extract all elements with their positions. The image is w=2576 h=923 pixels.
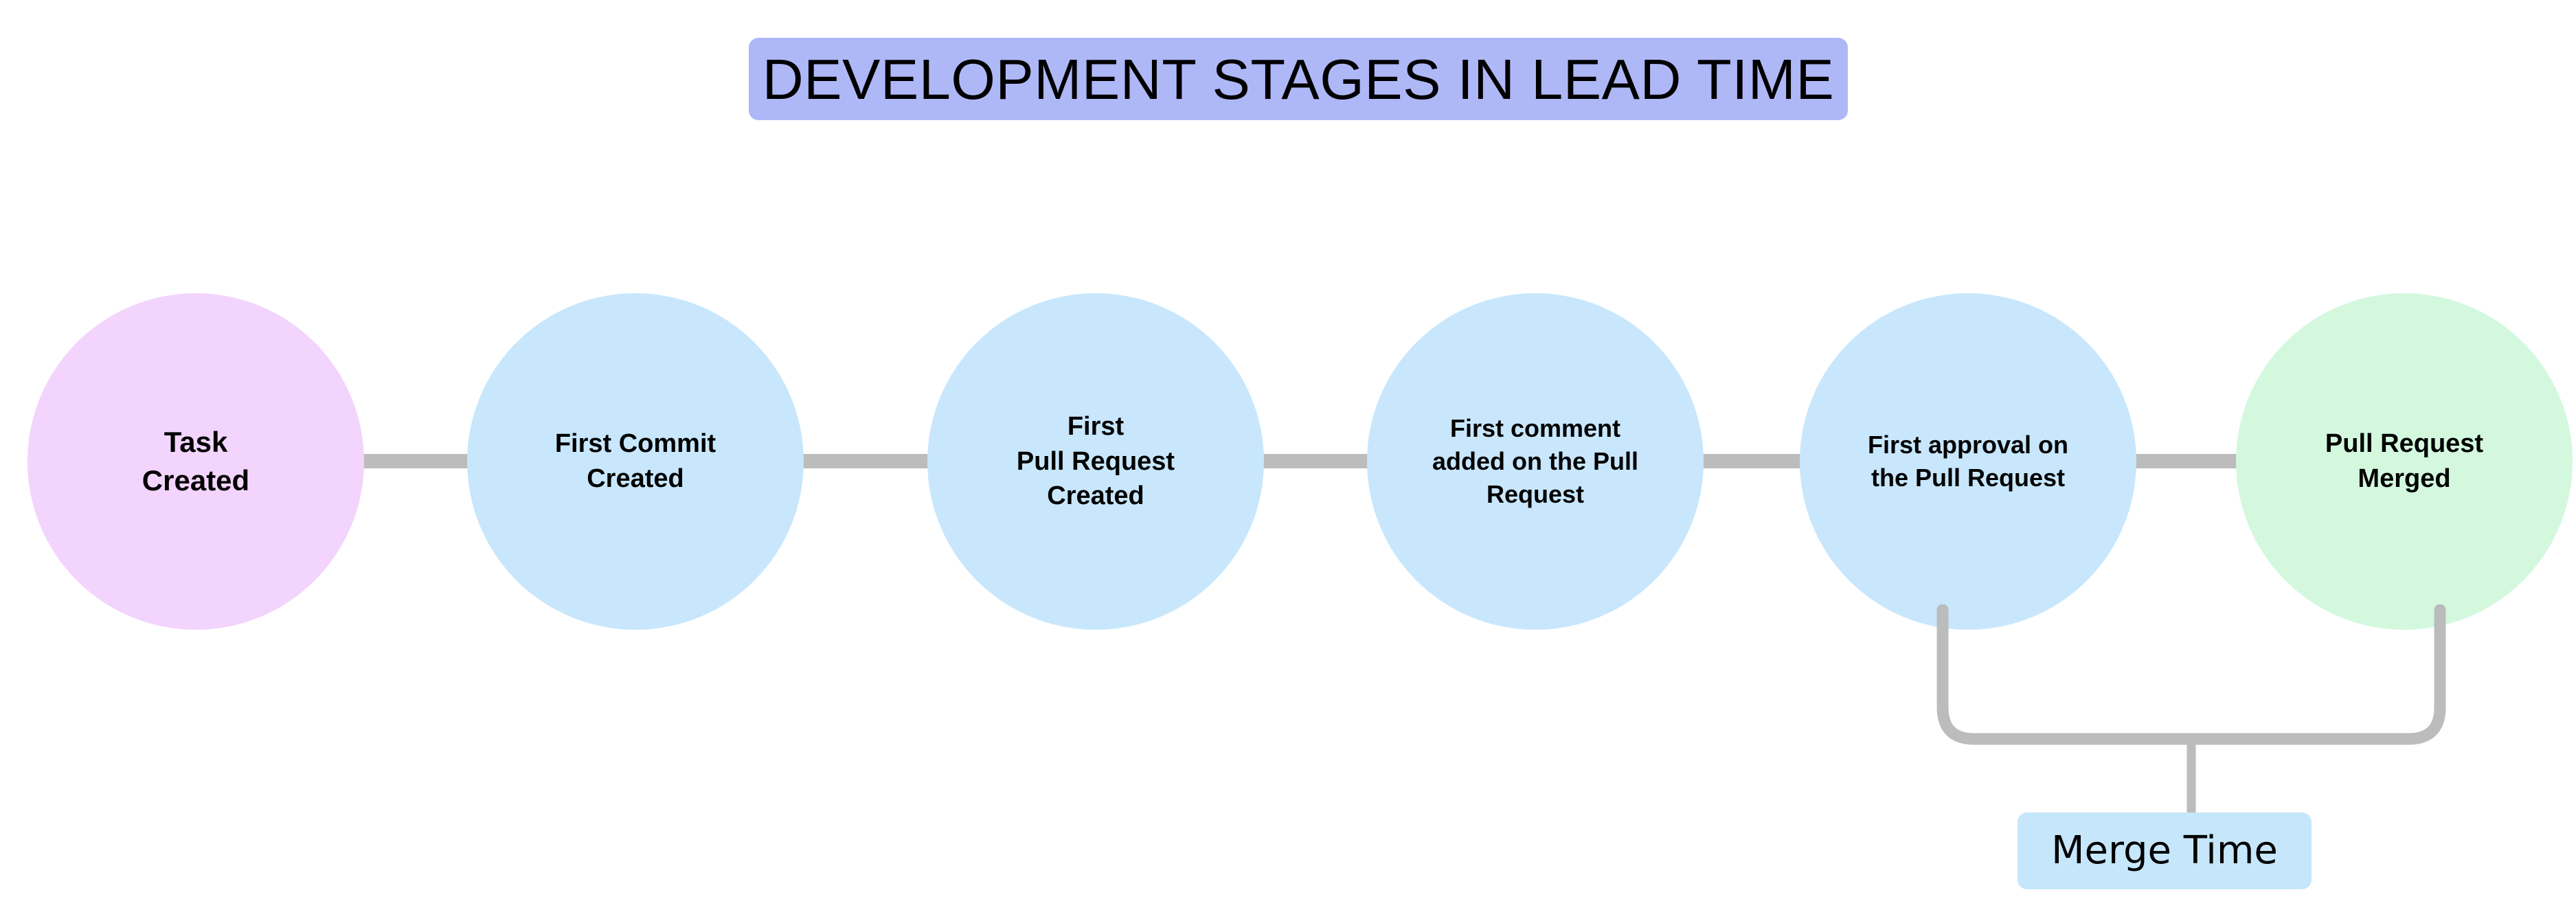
connector-approval-to-merged [2134,454,2239,468]
diagram-title-box: DEVELOPMENT STAGES IN LEAD TIME [749,38,1848,120]
stage-label: First Commit Created [554,429,716,493]
stage-node-first-comment-added[interactable]: First comment added on the Pull Request [1367,293,1704,630]
stage-node-pull-request-merged[interactable]: Pull Request Merged [2236,293,2573,630]
connector-first-comment-to-approval [1702,454,1803,468]
merge-time-bracket-icon [1936,604,2446,821]
stage-label: First approval on the Pull Request [1867,431,2069,492]
stage-node-first-pull-request-created[interactable]: First Pull Request Created [927,293,1264,630]
connector-task-to-first-commit [362,454,471,468]
stage-label: First comment added on the Pull Request [1432,414,1638,508]
stage-node-task-created[interactable]: Task Created [27,293,364,630]
diagram-title-text: DEVELOPMENT STAGES IN LEAD TIME [762,47,1835,111]
stage-node-first-commit-created[interactable]: First Commit Created [467,293,804,630]
connector-first-commit-to-first-pr [802,454,931,468]
stage-label: Task Created [142,426,250,497]
merge-time-badge[interactable]: Merge Time [2018,812,2312,889]
stage-node-first-approval[interactable]: First approval on the Pull Request [1800,293,2136,630]
merge-time-label: Merge Time [2051,828,2278,873]
connector-first-pr-to-first-comment [1262,454,1370,468]
stage-label: Pull Request Merged [2325,429,2484,493]
stage-label: First Pull Request Created [1016,412,1175,511]
